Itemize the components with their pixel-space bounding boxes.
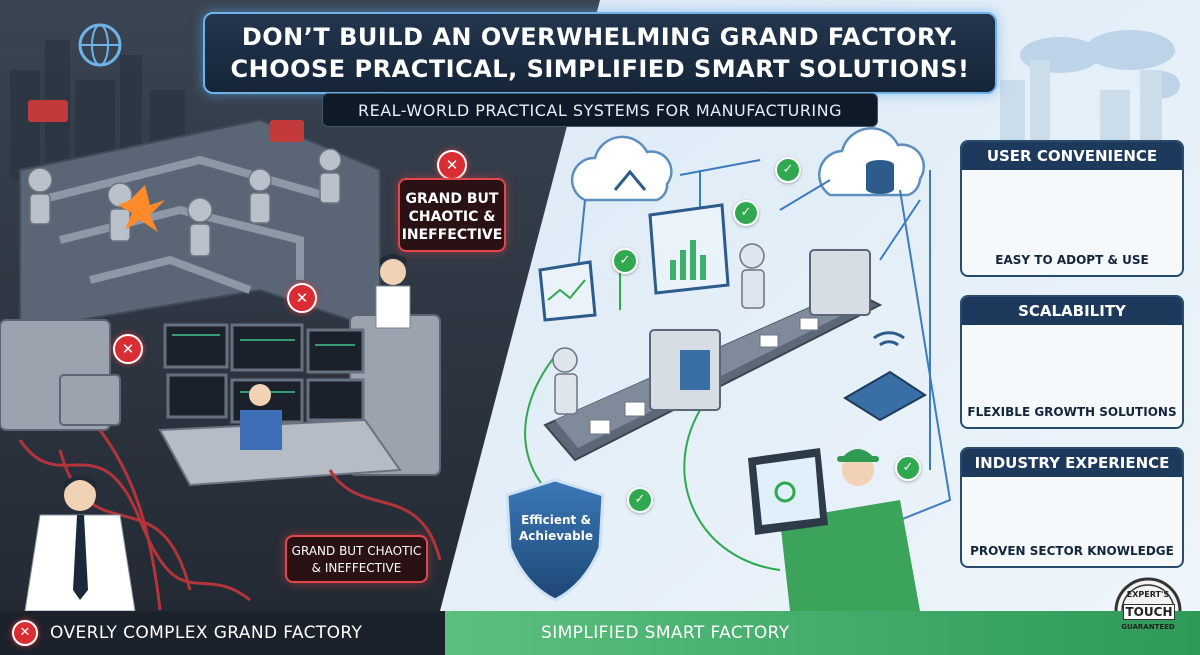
shield-label: Efficient & Achievable [519, 513, 593, 543]
panel-industry-experience: INDUSTRY EXPERIENCE PROVEN SECTOR KNOWLE… [960, 447, 1184, 568]
panel-title: SCALABILITY [962, 297, 1182, 325]
x-mark-icon: ✕ [287, 283, 317, 313]
x-mark-icon: ✕ [437, 150, 467, 180]
check-mark-icon: ✓ [775, 157, 801, 183]
footer-complex-factory: ✕ OVERLY COMPLEX GRAND FACTORY [0, 611, 445, 655]
panel-user-convenience: USER CONVENIENCE EASY TO ADOPT & USE [960, 140, 1184, 277]
x-circle-icon: ✕ [12, 620, 38, 646]
panel-caption: FLEXIBLE GROWTH SOLUTIONS [967, 405, 1177, 419]
headline-banner: DON’T BUILD AN OVERWHELMING GRAND FACTOR… [203, 12, 997, 94]
check-mark-icon: ✓ [733, 200, 759, 226]
headline-line-2: CHOOSE PRACTICAL, SIMPLIFIED SMART SOLUT… [230, 55, 970, 83]
headline-line-1: DON’T BUILD AN OVERWHELMING GRAND FACTOR… [241, 23, 959, 51]
x-mark-icon: ✕ [113, 334, 143, 364]
stamp-middle-text: TOUCH [1123, 604, 1175, 620]
check-mark-icon: ✓ [627, 487, 653, 513]
efficiency-shield-icon [505, 478, 605, 602]
stamp-top-text: EXPERT'S [1126, 590, 1170, 599]
footer-simplified-factory: SIMPLIFIED SMART FACTORY [445, 611, 1200, 655]
guarantee-stamp: EXPERT'S TOUCH GUARANTEED [1110, 578, 1186, 644]
chaos-callout-top: GRAND BUT CHAOTIC & INEFFECTIVE [398, 178, 506, 252]
panel-title: USER CONVENIENCE [962, 142, 1182, 170]
chaos-callout-bottom: GRAND BUT CHAOTIC & INEFFECTIVE [285, 535, 428, 583]
panel-title: INDUSTRY EXPERIENCE [962, 449, 1182, 477]
check-mark-icon: ✓ [895, 455, 921, 481]
subtitle-banner: REAL-WORLD PRACTICAL SYSTEMS FOR MANUFAC… [322, 93, 878, 127]
panel-caption: EASY TO ADOPT & USE [995, 253, 1149, 267]
stamp-bottom-text: GUARANTEED [1121, 623, 1175, 631]
footer-left-label: OVERLY COMPLEX GRAND FACTORY [50, 623, 363, 643]
check-mark-icon: ✓ [612, 248, 638, 274]
panel-caption: PROVEN SECTOR KNOWLEDGE [970, 544, 1174, 558]
footer-right-label: SIMPLIFIED SMART FACTORY [541, 623, 790, 643]
subtitle-text: REAL-WORLD PRACTICAL SYSTEMS FOR MANUFAC… [357, 100, 843, 120]
panel-scalability: SCALABILITY FLEXIBLE GROWTH SOLUTIONS [960, 295, 1184, 429]
